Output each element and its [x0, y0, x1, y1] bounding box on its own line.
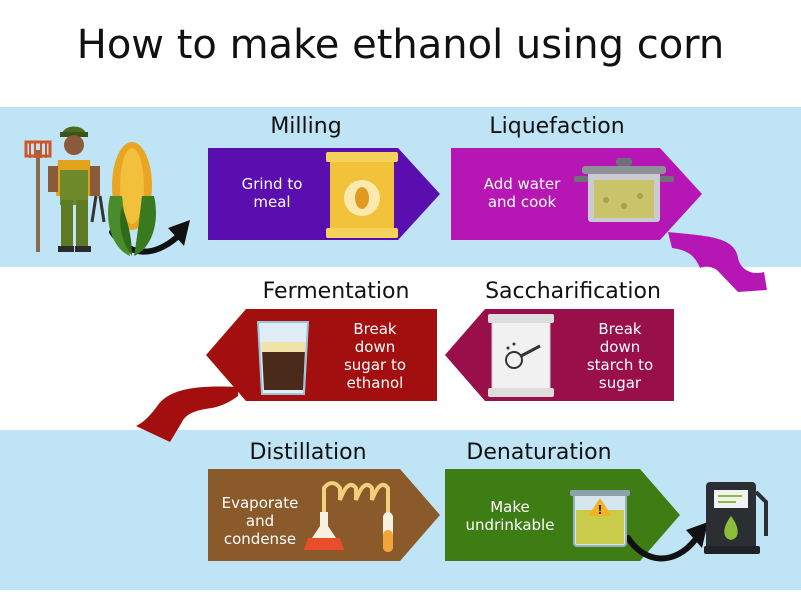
milling-text: Grind to meal — [241, 175, 303, 211]
sugar-sack-icon — [488, 314, 554, 397]
saccharification-title: Saccharification — [485, 279, 661, 304]
connector-arrow-2 — [136, 386, 238, 442]
flour-sack-icon — [326, 152, 398, 238]
fermentation-text: Break down sugar to ethanol — [343, 320, 407, 392]
distillation-text: Evaporate and condense — [221, 494, 299, 548]
end-curve-arrow — [625, 522, 708, 562]
fuel-pump-icon — [704, 482, 768, 554]
beaker-warning-icon: ! — [570, 490, 630, 547]
connector-arrow-1 — [668, 232, 767, 292]
liquefaction-title: Liquefaction — [489, 114, 625, 139]
denaturation-title: Denaturation — [466, 440, 612, 465]
distillation-icon — [304, 481, 393, 552]
svg-text:!: ! — [597, 503, 602, 517]
corn-icon — [108, 142, 156, 256]
farmer-icon — [24, 126, 106, 252]
cooking-pot-icon — [574, 158, 674, 222]
distillation-title: Distillation — [249, 440, 367, 465]
saccharification-text: Break down starch to sugar — [586, 320, 654, 392]
glass-icon — [256, 321, 310, 395]
liquefaction-text: Add water and cook — [483, 175, 561, 211]
denaturation-text: Make undrinkable — [465, 498, 555, 534]
page-title: How to make ethanol using corn — [76, 22, 725, 68]
milling-title: Milling — [270, 114, 342, 139]
fermentation-title: Fermentation — [262, 279, 410, 304]
